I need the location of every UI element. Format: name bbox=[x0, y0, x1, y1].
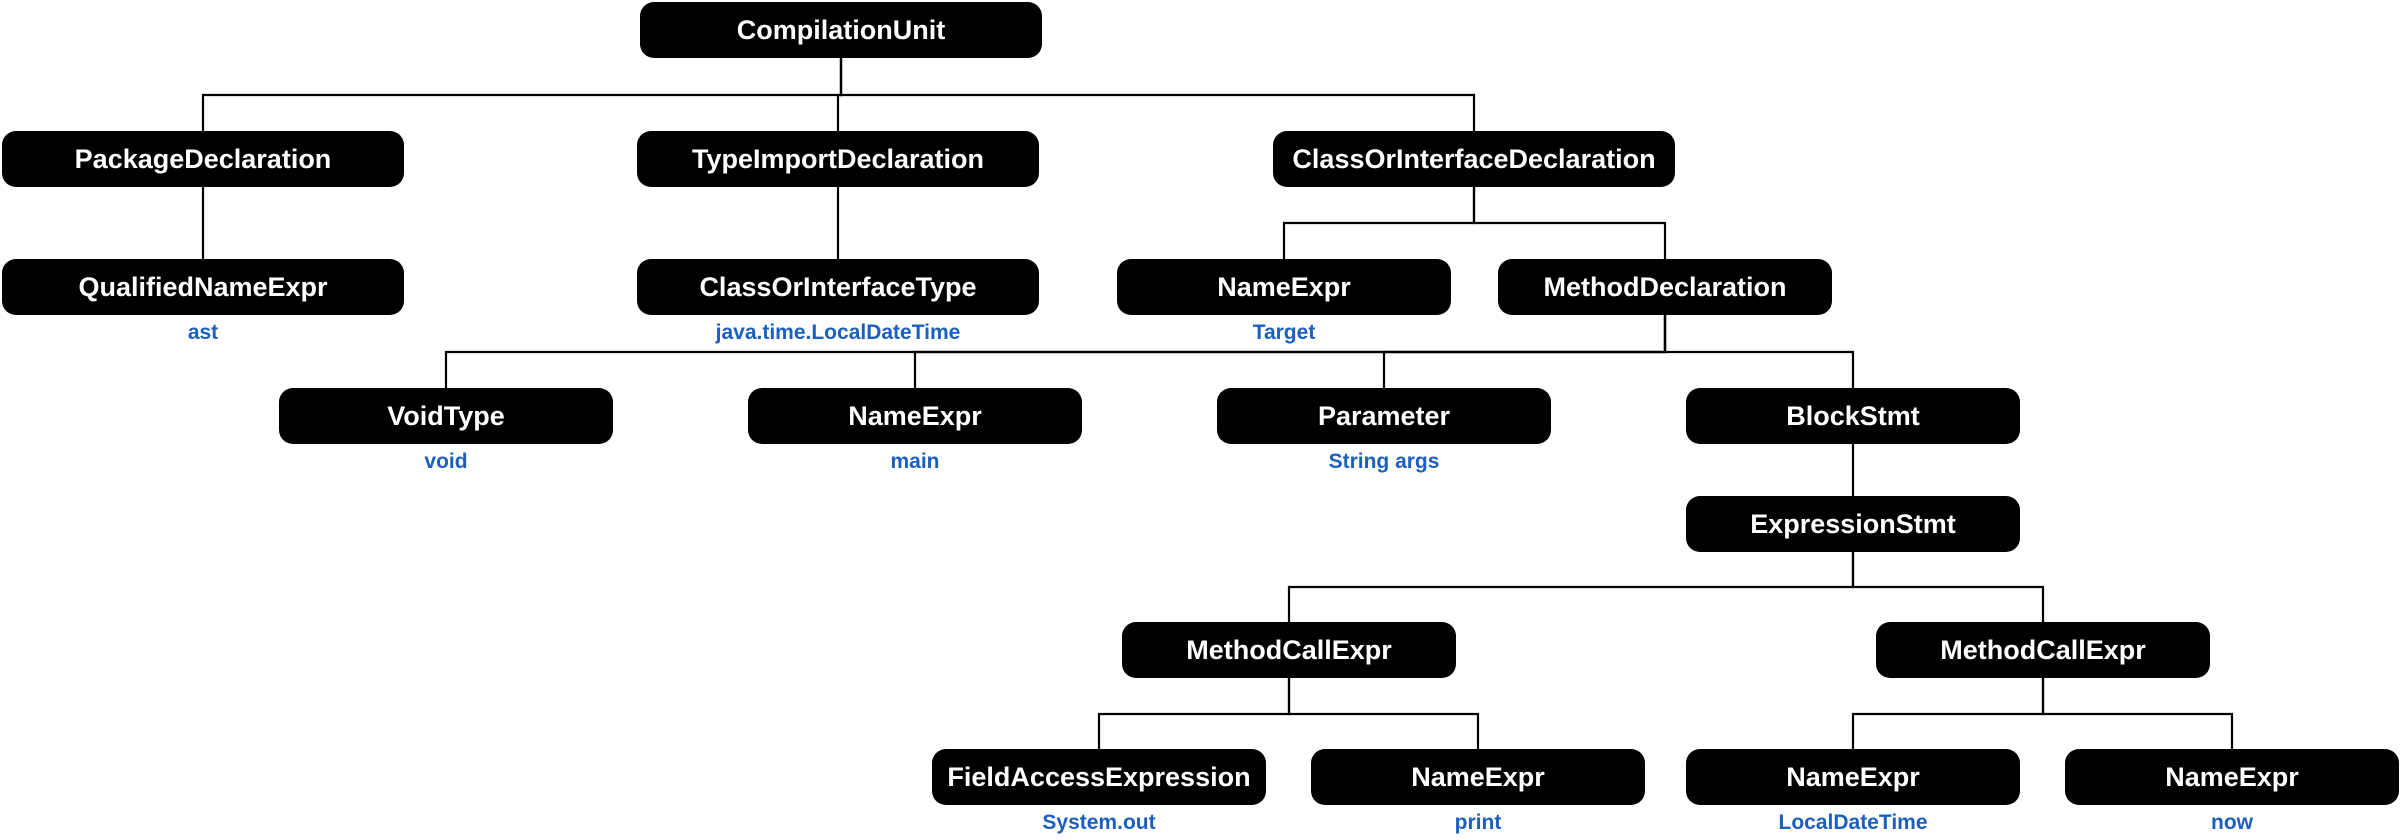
ast-node-name-expr: NameExpr bbox=[1311, 749, 1645, 805]
ast-node-value: System.out bbox=[1042, 811, 1156, 834]
ast-node-name-expr: NameExpr bbox=[748, 388, 1082, 444]
ast-node-expression-stmt: ExpressionStmt bbox=[1686, 496, 2020, 552]
ast-node-value: main bbox=[890, 450, 940, 473]
tree-edge bbox=[1472, 187, 1667, 259]
tree-edge bbox=[1097, 678, 1291, 749]
ast-node-method-declaration: MethodDeclaration bbox=[1498, 259, 1832, 315]
tree-edge bbox=[1282, 187, 1476, 259]
ast-node-value: LocalDateTime bbox=[1778, 811, 1928, 834]
ast-node-value: now bbox=[2211, 811, 2253, 834]
ast-node-class-or-interface-type: ClassOrInterfaceType bbox=[637, 259, 1039, 315]
ast-node-void-type: VoidType bbox=[279, 388, 613, 444]
tree-edge bbox=[839, 58, 1476, 131]
ast-node-value: ast bbox=[187, 321, 219, 344]
tree-edge bbox=[1851, 678, 2045, 749]
tree-edge bbox=[1663, 315, 1855, 388]
ast-node-value: java.time.LocalDateTime bbox=[715, 321, 961, 344]
ast-node-value: Target bbox=[1252, 321, 1316, 344]
ast-node-class-or-interface-declaration: ClassOrInterfaceDeclaration bbox=[1273, 131, 1675, 187]
ast-node-type-import-declaration: TypeImportDeclaration bbox=[637, 131, 1039, 187]
ast-node-method-call-expr: MethodCallExpr bbox=[1876, 622, 2210, 678]
tree-edge bbox=[1287, 678, 1480, 749]
tree-edge bbox=[1851, 552, 2045, 622]
ast-node-value: String args bbox=[1328, 450, 1440, 473]
tree-edge bbox=[2041, 678, 2234, 749]
ast-node-value: print bbox=[1454, 811, 1502, 834]
tree-edge bbox=[1382, 315, 1667, 388]
ast-node-qualified-name-expr: QualifiedNameExpr bbox=[2, 259, 404, 315]
ast-node-name-expr: NameExpr bbox=[1117, 259, 1451, 315]
ast-node-name-expr: NameExpr bbox=[2065, 749, 2399, 805]
ast-node-package-declaration: PackageDeclaration bbox=[2, 131, 404, 187]
ast-node-field-access-expression: FieldAccessExpression bbox=[932, 749, 1266, 805]
ast-node-compilation-unit: CompilationUnit bbox=[640, 2, 1042, 58]
ast-node-block-stmt: BlockStmt bbox=[1686, 388, 2020, 444]
ast-node-parameter: Parameter bbox=[1217, 388, 1551, 444]
tree-edge bbox=[201, 58, 843, 131]
ast-node-value: void bbox=[424, 450, 468, 473]
tree-edge bbox=[1287, 552, 1855, 622]
ast-node-name-expr: NameExpr bbox=[1686, 749, 2020, 805]
ast-node-method-call-expr: MethodCallExpr bbox=[1122, 622, 1456, 678]
